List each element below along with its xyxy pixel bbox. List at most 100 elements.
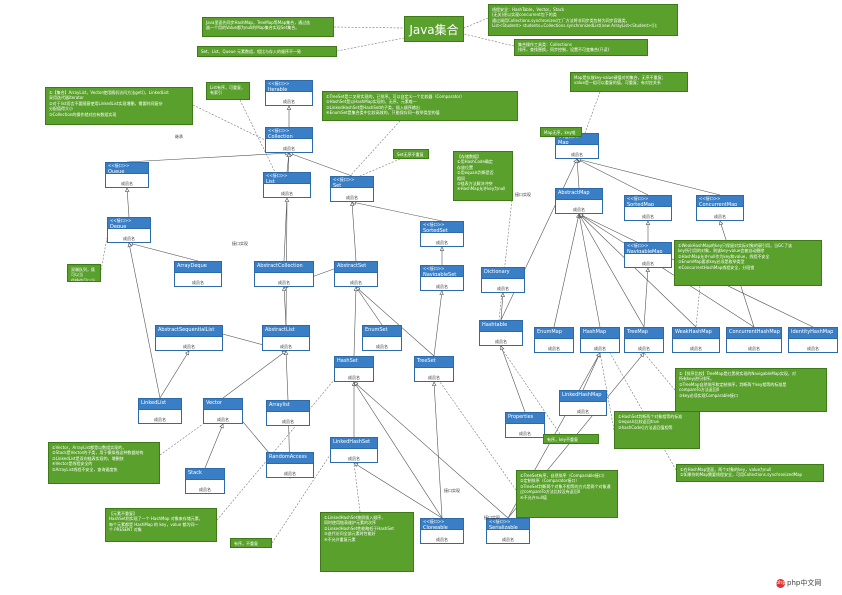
class-member: 成员名 [638,346,650,351]
class-name: Arraylist [269,402,290,408]
class-member: 成员名 [348,456,360,461]
note-link-set-list-queue [336,37,405,52]
arrowhead [185,350,190,356]
class-member: 成员名 [519,431,531,436]
note-link-hashcode-note [599,352,615,431]
edge-linkedlist-abstractsequentiallist [159,350,190,399]
edge-weakhashmap-abstractmap [578,213,697,328]
class-stereotype: <<接口>> [108,163,130,168]
note-link-collections-util [463,33,515,47]
class-sortedmap: <<接口>>SortedMap成员名 [624,195,672,221]
note-set-detail: ①TreeSet是二叉树实现的，已排序。可以自定义一个比较器（Comparato… [322,91,518,121]
edge-concurrenthashmap-abstractmap [578,213,755,328]
class-body: 成员名 [789,337,837,352]
arrowhead [353,381,359,387]
class-member: 成员名 [283,99,295,104]
edge-concurrentmap-map [576,158,721,196]
class-cloneable: <<接口>>Cloneable成员名 [420,518,464,544]
class-concurrentmap: <<接口>>ConcurrentMap成员名 [696,195,744,221]
edge-abstractset-set [351,201,357,262]
edge-enumset-abstractset [355,286,383,326]
class-name: LinkedList [141,400,167,406]
note-link-hashset-impl [216,379,335,521]
class-body: 成员名 [106,172,148,187]
edge-set-collection [288,152,353,177]
class-body: 成员名 [581,337,619,352]
edge-sortedmap-map [576,158,649,196]
class-body: 成员名 [697,205,743,220]
arrowhead [283,350,289,355]
class-stereotype: <<接口>> [268,81,290,86]
class-stereotype: <<接口>> [423,222,445,227]
class-body: 成员名 [108,227,150,242]
class-member: 成员名 [376,344,388,349]
class-name: List [264,178,310,186]
class-member: 成员名 [281,191,293,196]
note-link-linkedhashset-note [353,462,361,513]
class-name: SortedMap [625,201,671,209]
class-name: WeakHashMap [675,329,712,335]
watermark-text: php中文网 [787,579,822,587]
class-member: 成员名 [690,346,702,351]
note-link-queue-note [100,237,108,271]
class-body: 成员名 [156,335,222,350]
class-member: 成员名 [346,195,358,200]
class-member: 成员名 [428,375,440,380]
class-name: Serializable [487,524,529,532]
class-body: 成员名 [556,198,602,213]
class-name: ConcurrentHashMap [729,329,780,335]
class-queue: <<接口>>Queue 成员名 [105,162,149,188]
class-member: 成员名 [280,344,292,349]
edge-treeset-abstractset [355,286,435,357]
class-member: 成员名 [642,261,654,266]
note-link-list-ordered [239,99,276,173]
edge-hashtable-map [500,158,578,321]
class-abstractsequentiallist: AbstractSequentialList 成员名 [155,325,223,351]
class-member: 成员名 [573,207,585,212]
class-iterable: <<接口>>Iterable成员名 [265,80,313,106]
class-name: Properties [508,414,534,420]
class-name: TreeSet [417,358,436,364]
class-stereotype: <<接口>> [423,266,445,271]
impl-label-4: 接口实现 [484,515,500,520]
class-name: Cloneable [421,524,463,532]
note-link-map-storage [584,91,601,134]
class-member: 成员名 [284,471,296,476]
class-name: AbstractMap [558,190,590,196]
watermark: php php中文网 [776,578,821,588]
note-map-key: Map无序，key唯一 [540,127,582,137]
class-body: 成员名 [266,137,312,152]
arrowhead [439,290,444,296]
class-member: 成员名 [123,236,135,241]
arrowhead [350,201,355,207]
note-hashtable-note: 有序，key不重复 [543,434,599,444]
class-name: ArrayDeque [177,263,207,269]
arrowhead [432,381,437,387]
class-name: Queue [106,168,148,176]
class-body: 成员名 [487,528,529,543]
note-vector-note: ①Vector，ArrayList都是以数组实现的， ②Stack是Vector… [48,442,160,484]
note-treemap-note: ①【排序比较】TreeMap是红黑树实现的NavigableMap实现，对 所有… [675,368,827,412]
edge-properties-hashtable [500,345,526,413]
impl-label-1: 接口实现 [232,241,248,246]
note-link-vector-note [159,423,204,456]
class-name: AbstractSequentialList [158,327,215,333]
note-link-treeset-note [439,381,517,491]
class-stereotype: <<接口>> [699,196,721,201]
class-member: 成员名 [121,181,133,186]
class-member: 成员名 [217,417,229,422]
class-body: 成员名 [263,335,309,350]
class-name: EnumSet [365,327,388,333]
arrowhead [645,267,650,273]
class-member: 成员名 [348,375,360,380]
arrowhead [127,242,132,248]
class-body: 成员名 [331,447,377,462]
class-name: TreeMap [627,329,648,335]
note-ordered-repeat: 有序，不重复 [230,538,272,548]
